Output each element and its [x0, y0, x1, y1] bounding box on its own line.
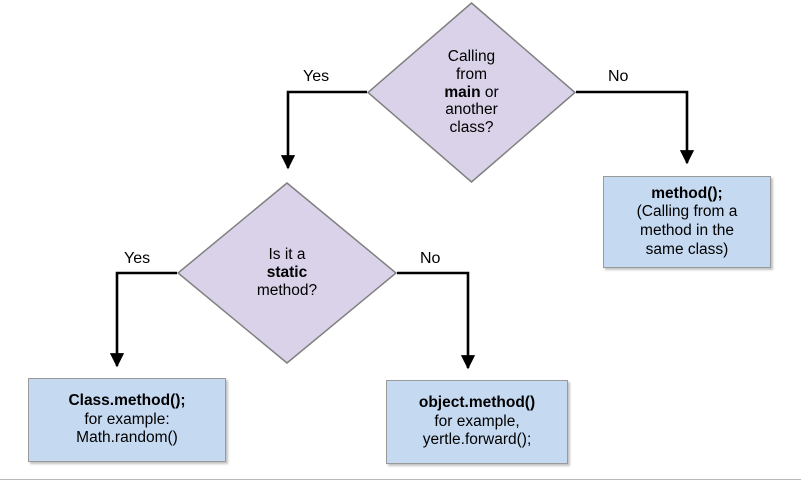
box-object-method-label: object.method() for example, yertle.forw…	[419, 394, 535, 450]
decision-line-2: from	[456, 65, 487, 83]
decision-line-4: another	[445, 101, 498, 119]
decision-line-5: class?	[449, 119, 494, 137]
edge-label-yes-lower: Yes	[124, 250, 151, 267]
same-class-line-3: method in the	[640, 222, 734, 239]
decision-calling-from[interactable]: Calling from main or another class?	[367, 2, 576, 183]
decision-line-1: Calling	[447, 47, 496, 65]
decision-line-3-rest: or	[480, 83, 499, 101]
static-line-1: Is it a	[268, 246, 306, 264]
edge-no-lower	[397, 271, 476, 370]
diamond-shape	[177, 182, 397, 364]
same-class-line-4: same class)	[645, 240, 729, 258]
box-class-method[interactable]: Class.method(); for example: Math.random…	[28, 378, 226, 462]
object-method-line-1: object.method()	[418, 394, 536, 412]
class-method-line-3: Math.random()	[76, 429, 178, 447]
static-keyword: static	[266, 264, 308, 282]
object-method-line-2: for example,	[434, 412, 520, 430]
edge-label-yes-top: Yes	[303, 68, 330, 85]
edge-label-no-lower: No	[420, 250, 441, 267]
class-method-line-1: Class.method();	[68, 392, 186, 410]
object-method-line-3: yertle.forward();	[422, 431, 532, 449]
class-method-line-2: for example:	[84, 410, 170, 428]
static-line-3: method?	[256, 281, 318, 299]
decision-keyword-main: main	[444, 83, 481, 101]
decision-calling-from-label: Calling from main or another class?	[444, 48, 498, 138]
box-same-class[interactable]: method(); (Calling from a method in the …	[603, 176, 771, 268]
box-class-method-label: Class.method(); for example: Math.random…	[68, 392, 185, 448]
decision-is-static[interactable]: Is it a static method?	[177, 182, 397, 364]
edge-yes-top	[280, 90, 367, 170]
edge-no-top	[576, 90, 695, 165]
box-same-class-label: method(); (Calling from a method in the …	[637, 185, 738, 259]
diamond-shape	[367, 2, 576, 183]
box-object-method[interactable]: object.method() for example, yertle.forw…	[386, 380, 568, 464]
decision-is-static-label: Is it a static method?	[257, 246, 317, 300]
edge-yes-lower	[109, 271, 177, 368]
same-class-line-2: (Calling from a	[636, 203, 738, 221]
edge-label-no-top: No	[608, 68, 629, 85]
decision-line-3: main or	[444, 84, 498, 102]
same-class-line-1: method();	[651, 184, 723, 202]
